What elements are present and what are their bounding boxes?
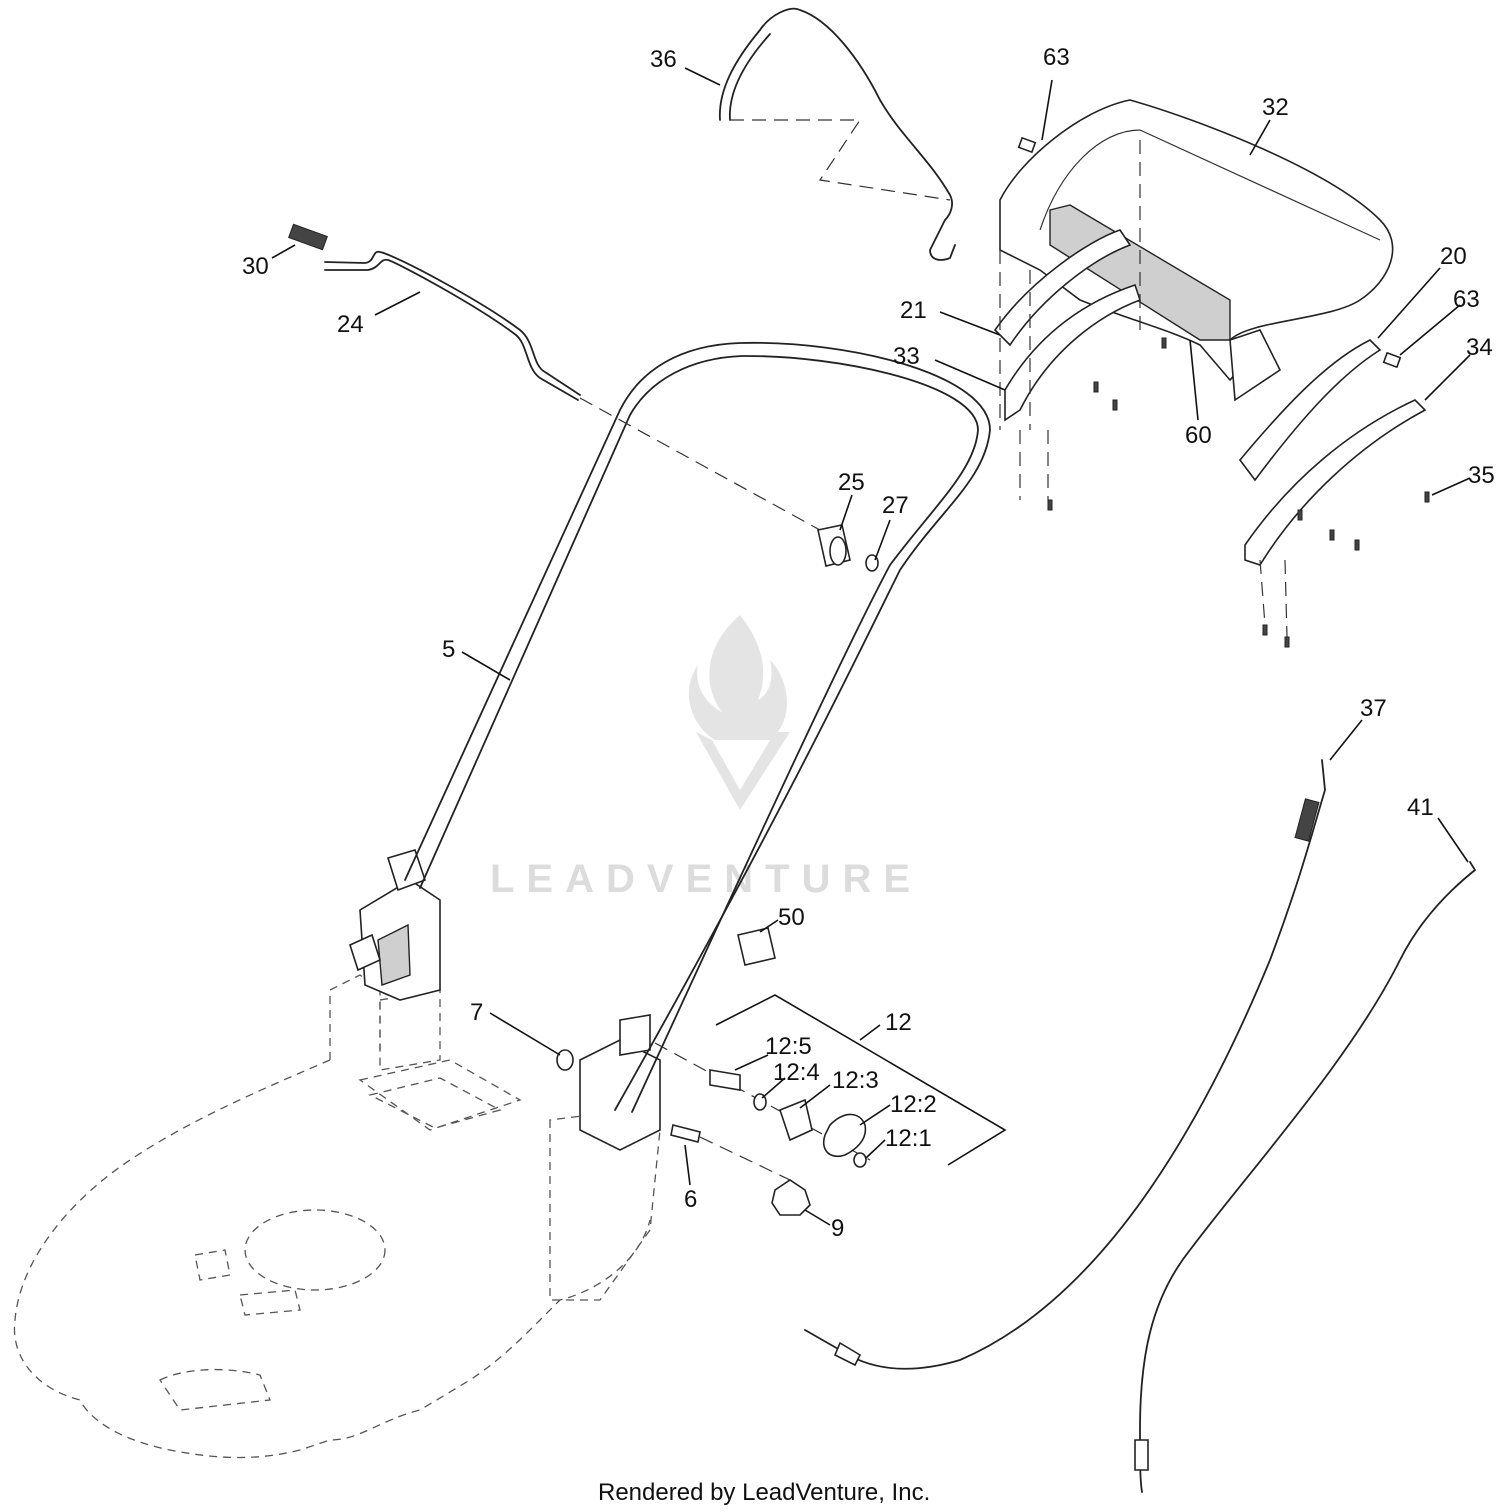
handle-bracket-left [349,849,441,1001]
label-6: 6 [684,1186,697,1213]
pins-63 [1017,136,1402,369]
cable-41 [1134,861,1476,1493]
rail-20 [1238,339,1382,482]
label-12-4: 12:4 [773,1059,820,1086]
track-34 [1244,399,1427,566]
spring [288,223,328,251]
label-20: 20 [1440,243,1467,270]
latch-assembly-12 [654,1042,871,1168]
label-63-right: 63 [1453,286,1480,313]
spacer-7 [556,1049,574,1071]
label-12: 12 [885,1009,912,1036]
bail-36 [719,7,956,261]
label-36: 36 [650,46,677,73]
label-33: 33 [893,343,920,370]
rail-21 [993,229,1132,347]
label-25: 25 [838,469,865,496]
label-34: 34 [1466,334,1493,361]
label-21: 21 [900,297,927,324]
label-27: 27 [882,492,909,519]
assembly-dash-lines [730,119,1288,638]
label-63-upper: 63 [1043,44,1070,71]
footer-credit: Rendered by LeadVenture, Inc. [598,1479,930,1506]
handle-bracket-right [579,1014,661,1151]
label-41: 41 [1407,794,1434,821]
watermark-logo: LEADVENTURE [490,615,922,901]
label-12-3: 12:3 [832,1067,879,1094]
label-32: 32 [1262,94,1289,121]
label-12-1: 12:1 [885,1125,932,1152]
mower-deck [13,974,661,1459]
block-50 [737,927,776,966]
pin-6 [670,1124,791,1181]
control-rod [324,250,821,531]
label-12-5: 12:5 [765,1033,812,1060]
label-7: 7 [470,999,483,1026]
label-60: 60 [1185,422,1212,449]
cable-37 [804,759,1326,1370]
label-50: 50 [778,904,805,931]
label-30: 30 [242,253,269,280]
label-12-2: 12:2 [890,1091,937,1118]
part-labels: 36 63 32 30 24 21 33 60 20 63 34 35 25 2… [242,44,1495,1242]
watermark-text: LEADVENTURE [490,857,922,901]
screws-35 [1047,337,1430,648]
main-handle [404,341,991,1113]
bushing-25 [817,524,851,567]
label-9: 9 [831,1215,844,1242]
label-5: 5 [442,636,455,663]
label-37: 37 [1360,695,1387,722]
knob-9 [771,1179,811,1216]
label-24: 24 [337,311,364,338]
label-35: 35 [1468,462,1495,489]
leader-lines [271,67,1471,1226]
